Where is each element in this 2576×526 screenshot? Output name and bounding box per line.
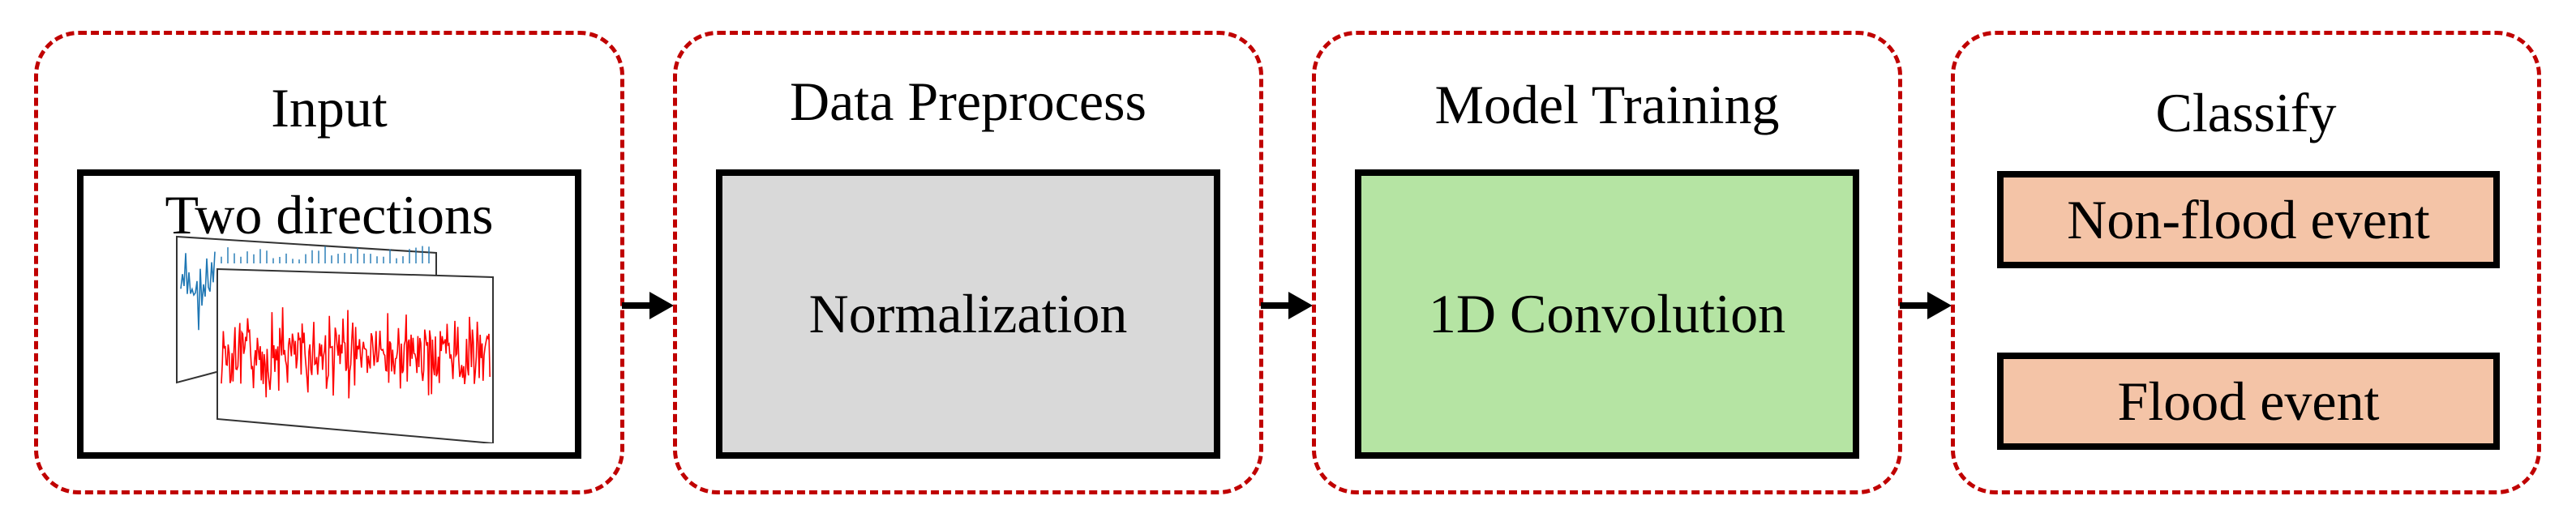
stage-classify: Classify Non-flood event Flood event — [1951, 31, 2541, 494]
convolution-box: 1D Convolution — [1355, 169, 1859, 459]
input-caption: Two directions — [165, 184, 494, 246]
stage-title-classify: Classify — [2155, 82, 2337, 143]
input-box: Two directions — [77, 169, 581, 459]
arrow-right-icon — [622, 292, 674, 319]
signal-illustration — [176, 235, 494, 443]
arrow-right-icon — [1900, 292, 1952, 319]
stage-data-preprocess: Data Preprocess Normalization — [673, 31, 1263, 494]
stage-title-data-preprocess: Data Preprocess — [790, 71, 1147, 132]
output-flood-event: Flood event — [1997, 353, 2500, 450]
signal-back-trace — [180, 246, 430, 331]
signal-front-trace — [221, 307, 491, 399]
stage-title-model-training: Model Training — [1434, 74, 1780, 135]
stage-title-input: Input — [271, 77, 388, 139]
stage-input: Input Two directions — [34, 31, 624, 494]
normalization-box: Normalization — [716, 169, 1220, 459]
stage-model-training: Model Training 1D Convolution — [1312, 31, 1902, 494]
arrow-right-icon — [1261, 292, 1313, 319]
output-non-flood-event: Non-flood event — [1997, 171, 2500, 268]
